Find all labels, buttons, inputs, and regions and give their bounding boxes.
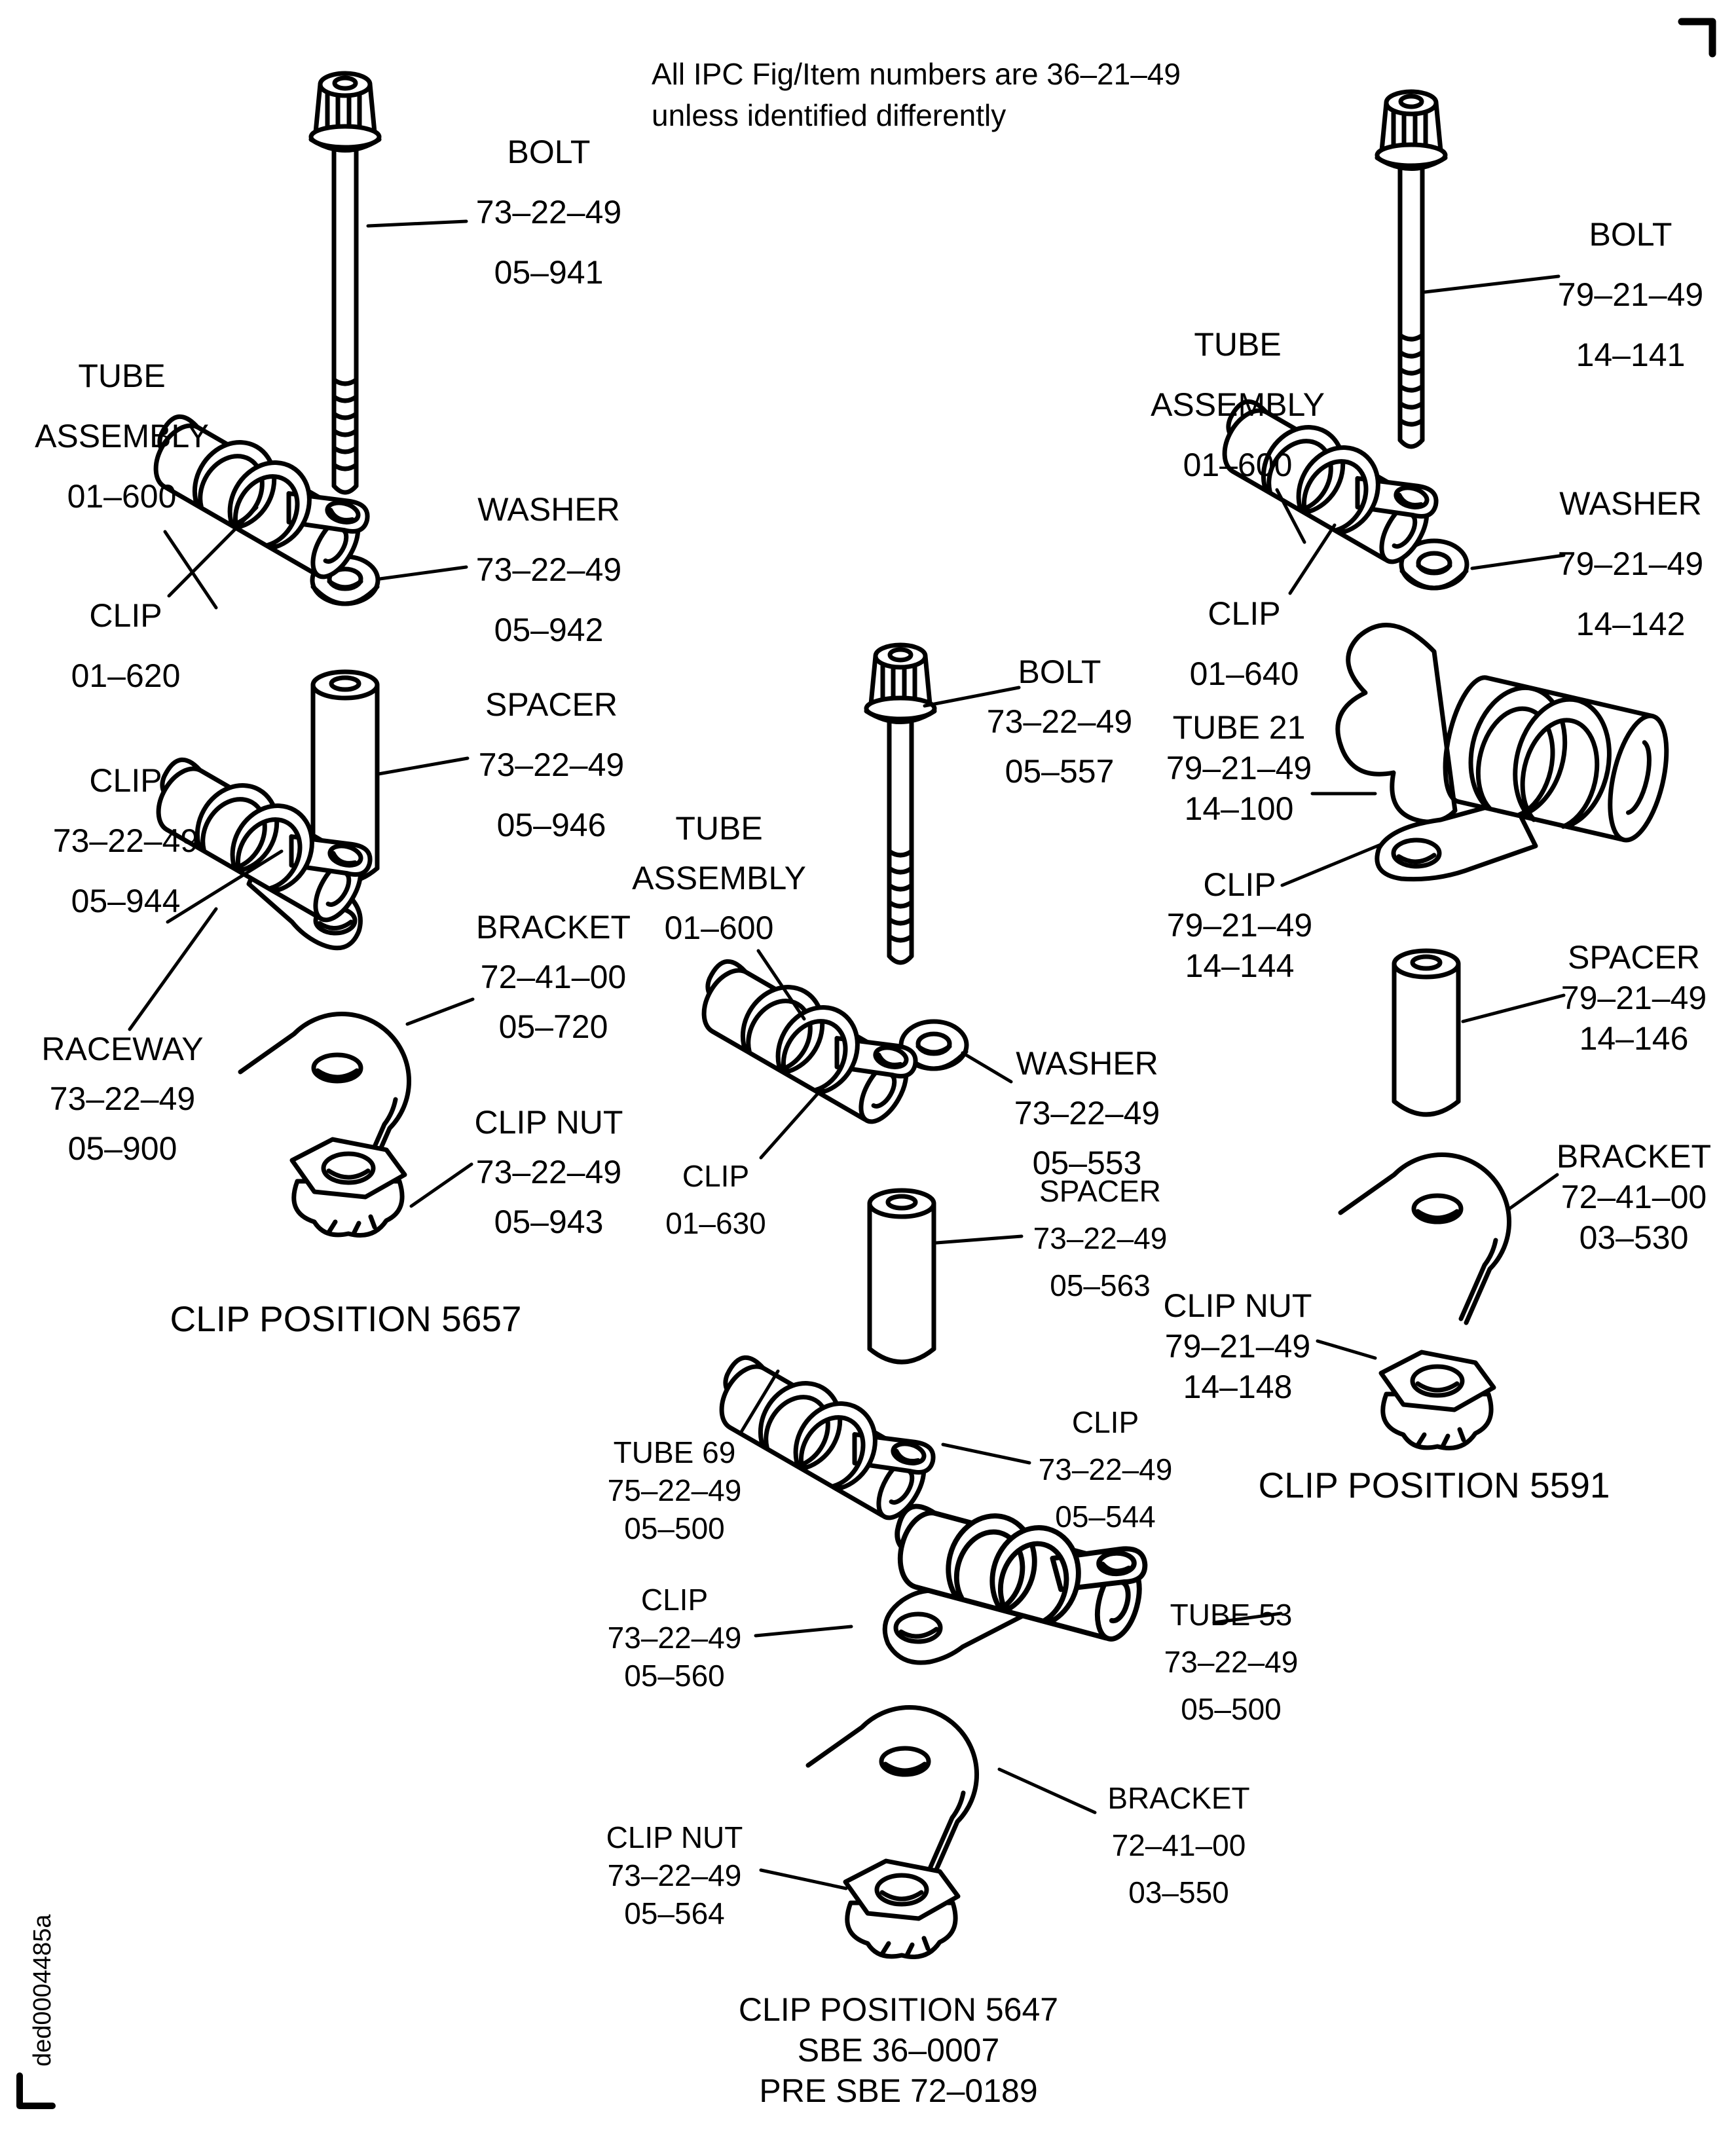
bolt-557-drawing <box>866 645 934 965</box>
caption-clip-position-5647: CLIP POSITION 5647 SBE 36–0007 PRE SBE 7… <box>738 1991 1059 2109</box>
callout-clip-620: CLIP 01–620 <box>71 597 181 694</box>
tube53-clip-assembly-drawing <box>885 1490 1151 1665</box>
callout-washer-142: WASHER 79–21–49 14–142 <box>1557 485 1704 642</box>
spacer-563-drawing <box>867 1188 936 1365</box>
figure-note-line1: All IPC Fig/Item numbers are 36–21–49 <box>652 57 1181 91</box>
figure-note: All IPC Fig/Item numbers are 36–21–49 un… <box>652 54 1181 137</box>
corner-mark-top-right <box>1678 18 1716 58</box>
callout-bolt-941: BOLT 73–22–49 05–941 <box>475 134 622 291</box>
callout-clip-nut-148: CLIP NUT 79–21–49 14–148 <box>1163 1287 1312 1405</box>
callout-bracket-530: BRACKET 72–41–00 03–530 <box>1556 1138 1712 1256</box>
callout-bracket-550: BRACKET 72–41–00 03–550 <box>1107 1781 1250 1909</box>
bolt-941-drawing <box>311 73 379 495</box>
callout-clip-640: CLIP 01–640 <box>1189 595 1299 692</box>
callout-tube-69: TUBE 69 75–22–49 05–500 <box>607 1435 742 1545</box>
tube21-assembly-drawing <box>1335 623 1669 882</box>
caption-clip-position-5657: CLIP POSITION 5657 <box>170 1298 522 1339</box>
callout-spacer-563: SPACER 73–22–49 05–563 <box>1033 1174 1168 1302</box>
callout-clip-544: CLIP 73–22–49 05–544 <box>1038 1405 1173 1534</box>
raceway-clip-assembly-drawing <box>141 744 377 951</box>
callout-bolt-141: BOLT 79–21–49 14–141 <box>1557 216 1704 373</box>
callout-bolt-557: BOLT 73–22–49 05–557 <box>986 653 1133 790</box>
callout-bracket-720: BRACKET 72–41–00 05–720 <box>475 909 631 1045</box>
clip-nut-564-drawing <box>845 1861 958 1957</box>
clip-nut-943-drawing <box>292 1139 405 1236</box>
corner-mark-bottom-left <box>16 2072 56 2109</box>
bracket-550-drawing <box>808 1707 977 1875</box>
callout-clip-560: CLIP 73–22–49 05–560 <box>607 1583 742 1693</box>
callout-clip-630: CLIP 01–630 <box>665 1159 766 1240</box>
callout-tube-assembly-middle: TUBE ASSEMBLY 01–600 <box>632 810 806 946</box>
callout-clip-144: CLIP 79–21–49 14–144 <box>1166 866 1313 984</box>
bracket-530-drawing <box>1340 1154 1509 1323</box>
callout-tube-21: TUBE 21 79–21–49 14–100 <box>1166 709 1312 827</box>
callout-tube-assembly-left: TUBE ASSEMBLY 01–600 <box>35 358 209 515</box>
leader-lines <box>128 219 1566 1890</box>
callout-washer-942: WASHER 73–22–49 05–942 <box>475 491 622 648</box>
callout-clip-nut-943: CLIP NUT 73–22–49 05–943 <box>474 1104 623 1240</box>
document-code: ded0004485a <box>29 1914 56 2067</box>
callout-tube-assembly-right: TUBE ASSEMBLY 01–600 <box>1151 326 1325 483</box>
callout-spacer-146: SPACER 79–21–49 14–146 <box>1561 939 1707 1057</box>
callout-clip-nut-564: CLIP NUT 73–22–49 05–564 <box>606 1820 743 1930</box>
callout-tube-53: TUBE 53 73–22–49 05–500 <box>1164 1598 1299 1726</box>
caption-clip-position-5591: CLIP POSITION 5591 <box>1258 1465 1610 1505</box>
callout-raceway-900: RACEWAY 73–22–49 05–900 <box>41 1031 204 1167</box>
callout-clip-944: CLIP 73–22–49 05–944 <box>52 762 199 919</box>
callout-washer-553: WASHER 73–22–49 05–553 <box>1014 1045 1160 1181</box>
clip-nut-148-drawing <box>1381 1352 1494 1448</box>
spacer-146-drawing <box>1392 948 1461 1117</box>
tube-assembly-630-drawing <box>687 946 922 1129</box>
bolt-141-drawing <box>1377 92 1445 449</box>
figure-note-line2: unless identified differently <box>652 98 1007 133</box>
callout-spacer-946: SPACER 73–22–49 05–946 <box>478 686 625 843</box>
